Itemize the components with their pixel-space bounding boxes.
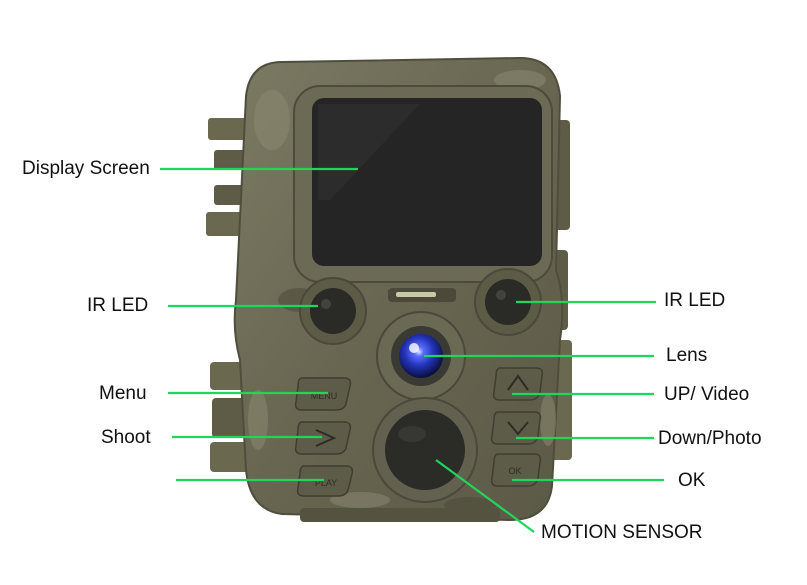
lens [376,311,466,401]
ir-led-left [299,277,367,345]
motion-sensor [372,397,478,503]
chevron-up-icon [507,374,529,391]
ok-button[interactable]: OK [490,453,542,487]
display-screen [312,98,542,266]
label-ok: OK [678,470,706,491]
label-shoot: Shoot [101,427,151,448]
label-ir-led-right: IR LED [664,290,726,311]
camera-base [300,508,500,522]
play-button[interactable]: PLAY [296,465,354,497]
play-button-marking: PLAY [315,478,337,488]
leader-lines [160,167,664,533]
menu-button-marking: MENU [311,391,338,401]
up-video-button[interactable] [492,367,544,401]
shoot-button[interactable] [294,421,352,455]
down-photo-button[interactable] [490,411,542,445]
label-up-video: UP/ Video [664,384,750,405]
chevron-right-icon [315,429,337,447]
label-menu: Menu [99,383,147,404]
ok-button-marking: OK [508,466,521,476]
label-ir-led-left: IR LED [87,295,149,316]
leader-motion-sensor [435,459,535,533]
label-down-photo: Down/Photo [658,428,762,449]
label-display-screen: Display Screen [22,158,150,179]
chevron-down-icon [507,421,529,436]
label-motion-sensor: MOTION SENSOR [541,522,703,543]
label-lens: Lens [666,345,708,366]
